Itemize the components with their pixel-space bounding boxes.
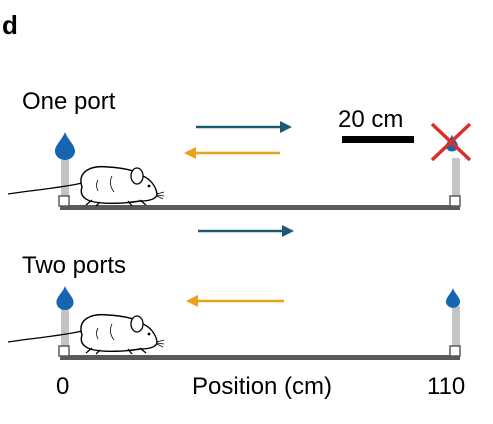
right-port-post <box>452 306 460 355</box>
track-bar <box>60 355 460 360</box>
water-drop-icon <box>55 132 75 160</box>
rightward-arrow-icon <box>196 121 292 133</box>
no-reward-cross-icon <box>430 122 472 162</box>
left-port-post <box>61 160 69 205</box>
one-port-track <box>58 158 461 210</box>
two-ports-label: Two ports <box>22 252 127 279</box>
water-drop-icon <box>56 286 74 310</box>
position-axis-title: Position (cm) <box>192 373 333 400</box>
left-port-base <box>58 345 70 357</box>
panel-letter: d <box>2 10 18 40</box>
right-port-base <box>449 345 461 357</box>
mouse-icon <box>7 313 165 355</box>
left-port-base <box>58 195 70 207</box>
track-bar <box>60 205 460 210</box>
position-max-label: 110 <box>427 373 466 400</box>
water-drop-icon <box>446 288 460 308</box>
one-port-label: One port <box>22 88 116 115</box>
position-min-label: 0 <box>56 373 70 400</box>
left-port-post <box>61 306 69 355</box>
scale-bar-label: 20 cm <box>338 106 404 133</box>
two-ports-track <box>58 306 461 360</box>
rightward-arrow-icon <box>198 225 294 237</box>
scale-bar <box>342 136 414 143</box>
leftward-arrow-icon <box>186 295 284 307</box>
right-port-post <box>452 158 460 205</box>
leftward-arrow-icon <box>184 147 280 159</box>
mouse-icon <box>7 165 165 207</box>
right-port-base <box>449 195 461 207</box>
